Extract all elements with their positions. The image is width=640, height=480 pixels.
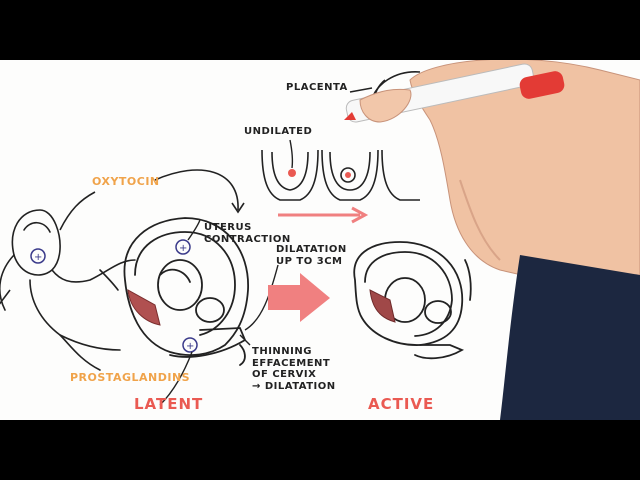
- placenta-active: [369, 289, 396, 323]
- drawing-canvas: + + +: [0, 60, 640, 420]
- label-dilatation-line-1: DILATATION: [276, 244, 347, 255]
- svg-text:+: +: [34, 252, 42, 263]
- svg-text:+: +: [179, 243, 187, 254]
- label-oxytocin: OXYTOCIN: [92, 175, 160, 188]
- placenta-latent: [127, 289, 161, 326]
- curved-arrow: [154, 169, 239, 211]
- letterbox-top: [0, 0, 640, 60]
- label-active: ACTIVE: [368, 395, 435, 413]
- whiteboard: + + +: [0, 60, 640, 420]
- label-thinning: THINNING EFFACEMENT OF CERVIX → DILATATI…: [252, 346, 336, 392]
- woman-figure: [0, 209, 136, 371]
- receptor-plus-icon: [182, 337, 198, 353]
- label-thinning-line-3: OF CERVIX: [252, 369, 317, 380]
- label-thinning-line-2: EFFACEMENT: [252, 357, 331, 369]
- label-uterus-line-1: UTERUS: [204, 222, 252, 233]
- label-latent: LATENT: [134, 395, 204, 413]
- latent-to-active-arrow: [268, 273, 330, 322]
- label-placenta: PLACENTA: [286, 82, 348, 93]
- label-dilatation-line-2: UP TO 3CM: [276, 255, 343, 267]
- cervix-diagrams: [261, 149, 420, 201]
- label-thinning-line-1: THINNING: [252, 346, 312, 357]
- oxytocin-arrow: [59, 191, 96, 231]
- receptor-plus-icon: [175, 239, 191, 255]
- svg-text:+: +: [186, 341, 194, 352]
- label-undilated: UNDILATED: [244, 126, 313, 137]
- label-uterus-line-2: CONTRACTION: [204, 233, 291, 245]
- hand-holding-marker: [344, 60, 640, 420]
- label-dilatation: DILATATION UP TO 3CM: [276, 244, 347, 267]
- cervix-dot: [288, 169, 296, 177]
- receptor-plus-icon: [30, 248, 46, 264]
- letterbox-bottom: [0, 420, 640, 480]
- label-thinning-line-4: → DILATATION: [252, 380, 336, 392]
- label-prostaglandins: PROSTAGLANDINS: [70, 371, 191, 384]
- uterus-active: [353, 241, 472, 360]
- label-uterus-contraction: UTERUS CONTRACTION: [204, 222, 291, 245]
